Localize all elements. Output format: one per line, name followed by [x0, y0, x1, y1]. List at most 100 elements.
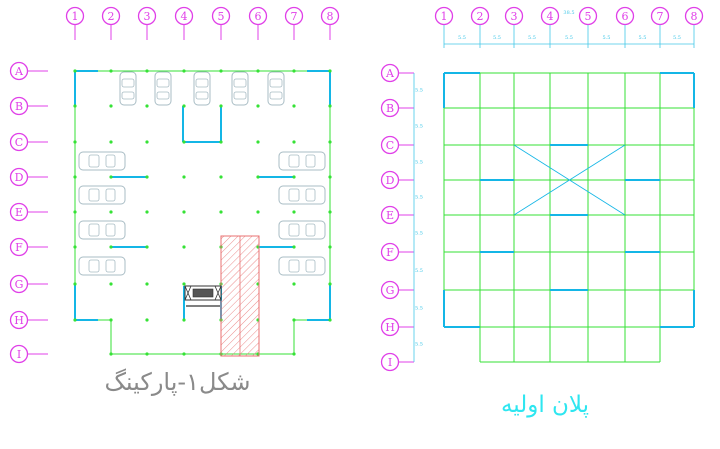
column-dot [256, 140, 260, 144]
car-windshield [88, 259, 100, 273]
grid-bubble-label: D [386, 174, 395, 187]
parking-outline [74, 70, 331, 355]
car-windshield [288, 188, 300, 202]
grid-bubble-circle [504, 6, 524, 26]
column-dot [219, 69, 223, 73]
car-windshield [288, 154, 300, 168]
column-bubble-3: 3 [504, 6, 524, 26]
car-rear-window [233, 91, 247, 100]
car-windshield [288, 223, 300, 237]
grid-bubble-label: B [386, 102, 394, 115]
column-dot [292, 282, 296, 286]
column-dot [145, 104, 149, 108]
column-bubble-4: 4 [174, 6, 194, 26]
column-dot [182, 140, 186, 144]
car-body [78, 256, 126, 276]
column-dot [182, 352, 186, 356]
column-dot [328, 318, 332, 322]
grid-bubble-circle [615, 6, 635, 26]
column-dot [328, 245, 332, 249]
grid-bubble-label: A [385, 67, 395, 80]
row-bubble-F: F [9, 237, 29, 257]
column-dot [182, 104, 186, 108]
column-bubble-8: 8 [684, 6, 704, 26]
parked-car [278, 151, 326, 171]
parked-car [78, 220, 126, 240]
row-bubble-G: G [9, 274, 29, 294]
car-body [278, 185, 326, 205]
row-bubble-E: E [9, 202, 29, 222]
grid-bubble-label: D [15, 171, 24, 184]
column-dimension: 5.5 [603, 35, 611, 41]
row-bubble-E: E [380, 205, 400, 225]
grid-bubble-circle [540, 6, 560, 26]
grid-bubble-label: C [15, 136, 23, 149]
row-dimension: 5.5 [415, 160, 423, 166]
column-dot [328, 140, 332, 144]
car-body [278, 151, 326, 171]
column-dimension: 5.5 [458, 35, 466, 41]
core-x [214, 285, 222, 301]
column-dot [109, 282, 113, 286]
car-rear-window [195, 91, 209, 100]
column-dot [182, 210, 186, 214]
car-body [278, 220, 326, 240]
car-rear-window [105, 223, 116, 237]
car-body [119, 71, 137, 106]
row-bubble-H: H [9, 310, 29, 330]
grid-bubble-circle [578, 6, 598, 26]
column-dimension: 5.5 [565, 35, 573, 41]
column-dot [182, 282, 186, 286]
column-dot [109, 69, 113, 73]
grid-bubble-label: 3 [511, 10, 518, 23]
row-bubble-I: I [380, 352, 400, 372]
row-dimension: 5.5 [415, 306, 423, 312]
column-bubble-1: 1 [434, 6, 454, 26]
grid-bubble-label: 6 [622, 10, 629, 23]
row-dimension: 5.5 [415, 231, 423, 237]
row-dimension: 5.5 [415, 124, 423, 130]
opening-diagonal [513, 144, 626, 216]
row-bubble-B: B [380, 98, 400, 118]
car-body [267, 71, 285, 106]
grid-bubble-label: F [15, 241, 23, 254]
car-body [193, 71, 211, 106]
grid-bubble-label: I [388, 356, 392, 369]
grid-bubble-label: G [15, 278, 24, 291]
column-dot [292, 175, 296, 179]
column-dot [145, 245, 149, 249]
car-rear-window [156, 91, 170, 100]
car-windshield [269, 78, 283, 88]
grid-bubble-label: 3 [144, 10, 151, 23]
column-dot [73, 245, 77, 249]
car-rear-window [105, 188, 116, 202]
car-rear-window [269, 91, 283, 100]
column-dot [328, 210, 332, 214]
car-windshield [88, 188, 100, 202]
column-dot [109, 210, 113, 214]
grid-bubble-label: H [14, 314, 24, 327]
car-windshield [288, 259, 300, 273]
column-dot [292, 352, 296, 356]
column-dot [219, 104, 223, 108]
grid-bubble-label: 4 [547, 10, 554, 23]
grid-bubble-label: F [386, 246, 394, 259]
parked-car [78, 151, 126, 171]
row-bubble-D: D [380, 170, 400, 190]
column-dot [109, 352, 113, 356]
row-dimension: 5.5 [415, 342, 423, 348]
column-bubble-5: 5 [211, 6, 231, 26]
column-dot [182, 245, 186, 249]
car-windshield [233, 78, 247, 88]
parked-car [119, 71, 137, 106]
column-bubble-3: 3 [137, 6, 157, 26]
grid-bubble-label: 5 [585, 10, 592, 23]
car-windshield [88, 154, 100, 168]
column-dot [109, 245, 113, 249]
column-bubble-7: 7 [650, 6, 670, 26]
column-dot [73, 175, 77, 179]
column-bubble-6: 6 [615, 6, 635, 26]
column-dot [182, 175, 186, 179]
grid-bubble-label: 7 [291, 10, 298, 23]
column-dot [145, 210, 149, 214]
